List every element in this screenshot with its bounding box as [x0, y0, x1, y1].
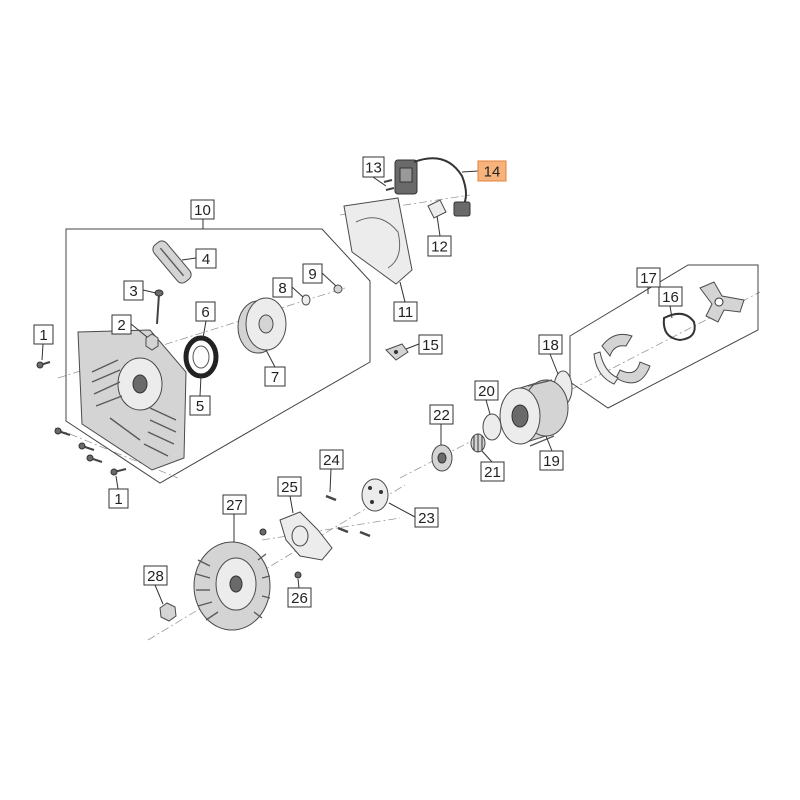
- pulley-screw: [333, 284, 343, 294]
- callout-label: 6: [201, 304, 209, 321]
- callout-label: 24: [323, 452, 340, 469]
- air-guide-plate: [343, 197, 413, 285]
- starter-housing: [77, 329, 187, 471]
- callout-label: 8: [278, 280, 286, 297]
- hex-nut: [145, 333, 159, 351]
- callout-10: 10: [190, 199, 215, 220]
- callout-label: 25: [281, 479, 298, 496]
- group-frame-10: [65, 228, 371, 484]
- callout-label: 22: [433, 407, 450, 424]
- callout-25: 25: [277, 476, 302, 497]
- callout-label: 23: [418, 510, 435, 527]
- needle-bearing: [470, 433, 486, 453]
- callout-label: 16: [662, 289, 679, 306]
- callout-label: 26: [291, 590, 308, 607]
- callout-label: 3: [129, 283, 137, 300]
- callout-label: 13: [365, 160, 382, 177]
- callout-21: 21: [480, 461, 505, 482]
- callout-18: 18: [538, 334, 563, 355]
- callout-28: 28: [143, 565, 168, 586]
- terminal-clip: [385, 343, 409, 361]
- callout-label: 27: [226, 497, 243, 514]
- callout-4: 4: [195, 248, 217, 269]
- callout-label: 7: [271, 369, 279, 386]
- washer: [301, 294, 311, 306]
- starter-handle: [152, 240, 192, 284]
- callout-label: 1: [39, 327, 47, 344]
- callout-label: 28: [147, 568, 164, 585]
- flywheel-nut: [159, 602, 177, 622]
- callout-8: 8: [272, 277, 293, 298]
- callout-label: 11: [398, 304, 414, 321]
- coil-screws: [383, 179, 395, 191]
- callout-14-highlighted: 14: [477, 160, 507, 182]
- callout-label: 15: [422, 337, 439, 354]
- rope-pulley: [237, 297, 287, 354]
- drive-sprocket: [431, 444, 453, 472]
- callout-5: 5: [189, 395, 211, 416]
- callout-26: 26: [287, 587, 312, 608]
- cover-plate: [361, 478, 389, 512]
- handle-screw: [154, 289, 164, 325]
- callout-label: 17: [640, 270, 657, 287]
- callout-23: 23: [414, 507, 439, 528]
- callout-20: 20: [474, 380, 499, 401]
- callout-9: 9: [302, 263, 323, 284]
- callout-24: 24: [319, 449, 344, 470]
- callout-label: 5: [196, 398, 204, 415]
- flywheel: [193, 541, 271, 631]
- callout-label: 2: [117, 317, 125, 334]
- clutch-drum: [499, 379, 569, 447]
- callout-label: 12: [431, 239, 448, 256]
- callout-15: 15: [418, 334, 443, 355]
- callout-12: 12: [427, 235, 452, 257]
- callout-label: 18: [542, 337, 559, 354]
- callout-label: 9: [308, 266, 316, 283]
- group-frame-17: [569, 264, 759, 409]
- coil-spacer: [427, 199, 447, 219]
- callout-1-bottom: 1: [108, 488, 129, 509]
- drum-washer: [482, 413, 502, 441]
- callout-7: 7: [264, 366, 286, 387]
- callout-2: 2: [111, 314, 132, 335]
- recoil-spring: [183, 335, 219, 379]
- callout-6: 6: [195, 301, 216, 322]
- callout-label: 14: [484, 164, 501, 181]
- callout-11: 11: [393, 301, 418, 322]
- housing-screws: [36, 361, 127, 476]
- callout-highlight-border: [477, 160, 507, 182]
- callout-27: 27: [222, 494, 247, 515]
- bracket-screw: [294, 571, 302, 579]
- callout-label: 4: [202, 251, 210, 268]
- callout-19: 19: [539, 450, 564, 471]
- leader-lines: [41, 170, 673, 605]
- plate-screws: [259, 494, 371, 538]
- callout-label: 19: [543, 453, 560, 470]
- callout-22: 22: [429, 404, 454, 425]
- callout-highlight-box: [478, 161, 506, 181]
- callout-1-top: 1: [33, 324, 54, 345]
- callout-label: 20: [478, 383, 495, 400]
- callout-label: 1: [114, 491, 122, 508]
- callout-16: 16: [658, 286, 683, 307]
- ignition-coil: [394, 157, 471, 217]
- clutch-spring: [662, 312, 696, 342]
- callout-3: 3: [123, 280, 144, 301]
- callout-13: 13: [362, 156, 385, 178]
- bracket: [279, 511, 333, 561]
- clutch-hub: [699, 281, 745, 323]
- callout-label: 10: [194, 202, 211, 219]
- callout-label: 21: [484, 464, 501, 481]
- clutch-shoes: [593, 333, 651, 385]
- callout-17: 17: [636, 267, 661, 288]
